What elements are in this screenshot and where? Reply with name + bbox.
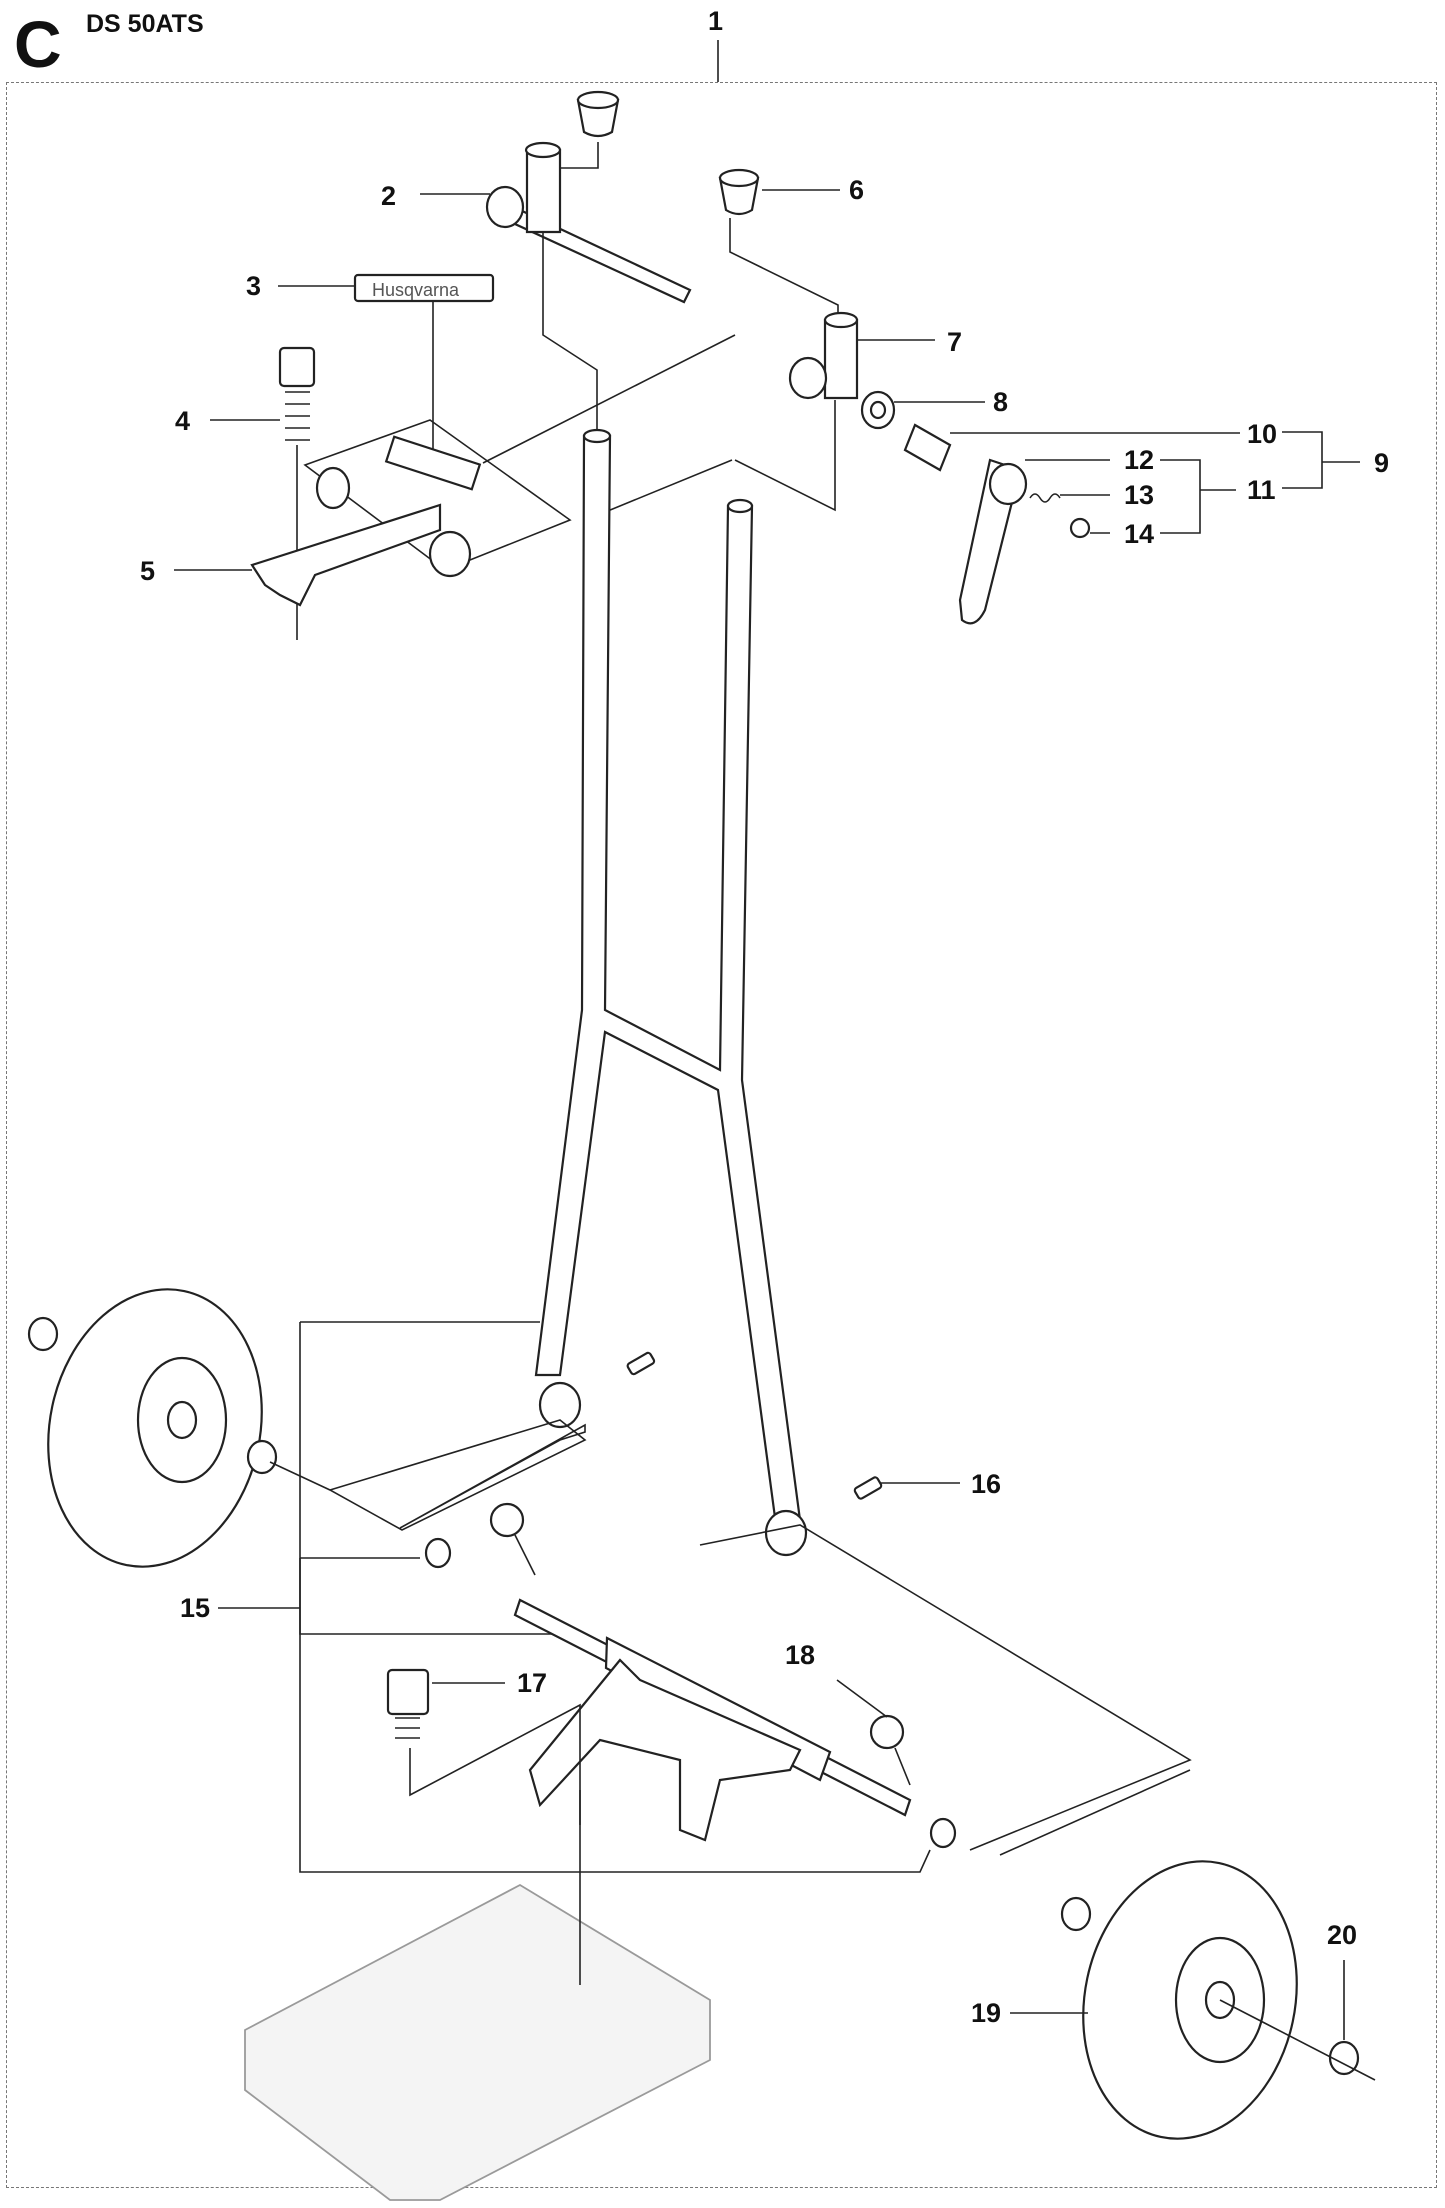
callout-19: 19 [971,1998,1002,2028]
callout-6: 6 [849,175,865,205]
diagram-frame [6,82,1437,2188]
logo-text: Husqvarna [372,280,460,300]
callout-1: 1 [708,6,724,36]
callout-2: 2 [381,181,397,211]
callout-5: 5 [140,556,156,586]
callout-14: 14 [1124,519,1155,549]
axle-bolt [386,1668,430,1716]
callout-16: 16 [971,1469,1002,1499]
bolt-head [278,346,316,388]
callout-17: 17 [517,1668,548,1698]
callout-7: 7 [947,327,963,357]
machine-base [244,1883,711,2201]
axle-bracket [528,1658,802,1842]
callout-13: 13 [1124,480,1155,510]
model-name: DS 50ATS [86,10,204,38]
callout-4: 4 [175,406,191,436]
callout-15: 15 [180,1593,211,1623]
knob-left [576,98,620,138]
callout-12: 12 [1124,445,1155,475]
callout-11: 11 [1247,475,1276,505]
callout-20: 20 [1327,1920,1358,1950]
callout-3: 3 [246,271,262,301]
husqvarna-logo-label [353,273,495,303]
mounting-fork [250,503,442,607]
section-letter: C [14,7,62,81]
callout-10: 10 [1247,419,1278,449]
main-frame [534,434,802,1527]
callout-8: 8 [993,387,1009,417]
callout-18: 18 [785,1640,816,1670]
knob-right [718,176,760,216]
callout-9: 9 [1374,448,1390,478]
